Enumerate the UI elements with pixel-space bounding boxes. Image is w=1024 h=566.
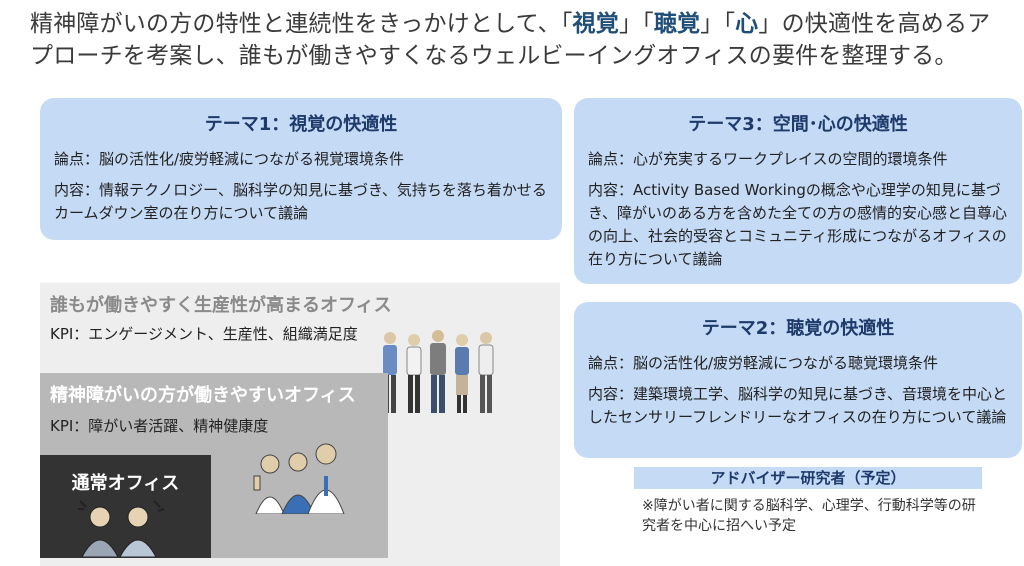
office-normal-box: 通常オフィス <box>40 455 211 558</box>
office-mental-title: 精神障がいの方が働きやすいオフィス <box>50 385 356 406</box>
intro-part1: 精神障がいの方の特性と連続性をきっかけとして、「 <box>30 11 573 37</box>
person-illustration-8 <box>307 443 345 514</box>
intro-sep2: 」「 <box>700 11 736 37</box>
theme1-content: 内容：情報テクノロジー、脳科学の知見に基づき、気持ちを落ち着かせるカームダウン室… <box>54 181 547 222</box>
theme2-issue: 論点：脳の活性化/疲労軽減につながる聴覚環境条件 <box>588 354 939 372</box>
person-illustration-7 <box>281 452 315 514</box>
person-illustration-9 <box>78 500 119 557</box>
theme3-issue: 論点：心が充実するワークプレイスの空間的環境条件 <box>588 150 948 168</box>
office-all-title: 誰もが働きやすく生産性が高まるオフィス <box>50 295 392 316</box>
person-illustration-2 <box>406 334 422 413</box>
theme2-card: テーマ2：聴覚の快適性 論点：脳の活性化/疲労軽減につながる聴覚環境条件 内容：… <box>574 302 1022 458</box>
intro-text: 精神障がいの方の特性と連続性をきっかけとして、「視覚」「聴覚」「心」の快適性を高… <box>30 8 1010 72</box>
theme2-content: 内容：建築環境工学、脳科学の知見に基づき、音環境を中心としたセンサリーフレンドリ… <box>588 385 1007 426</box>
person-illustration-3 <box>430 330 446 413</box>
theme1-issue: 論点：脳の活性化/疲労軽減につながる視覚環境条件 <box>54 150 405 168</box>
theme3-content: 内容：Activity Based Workingの概念や心理学の知見に基づき、… <box>588 181 1007 268</box>
theme2-title: テーマ2：聴覚の快適性 <box>701 318 895 339</box>
intro-highlight-mind: 心 <box>735 11 759 37</box>
intro-part2: 」の快適性を高めるアプローチを考案し、誰もが働きやすくなるウェルビーイングオフィ… <box>30 11 991 69</box>
person-illustration-5 <box>478 332 494 413</box>
office-normal-title: 通常オフィス <box>71 473 180 494</box>
theme1-title: テーマ1：視覚の快適性 <box>204 114 398 135</box>
office-mental-kpi: KPI：障がい者活躍、精神健康度 <box>50 417 269 435</box>
advisor-title: アドバイザー研究者（予定） <box>634 467 982 489</box>
person-illustration-6 <box>253 454 285 514</box>
theme1-card: テーマ1：視覚の快適性 論点：脳の活性化/疲労軽減につながる視覚環境条件 内容：… <box>40 98 562 240</box>
intro-highlight-auditory: 聴覚 <box>653 11 701 37</box>
intro-highlight-visual: 視覚 <box>572 11 619 37</box>
person-illustration-10 <box>119 500 165 557</box>
office-all-kpi: KPI：エンゲージメント、生産性、組織満足度 <box>50 325 358 343</box>
person-illustration-4 <box>455 334 469 413</box>
theme3-title: テーマ3：空間･心の快適性 <box>688 114 908 135</box>
theme3-card: テーマ3：空間･心の快適性 論点：心が充実するワークプレイスの空間的環境条件 内… <box>574 98 1022 284</box>
stressed-people-illustration <box>78 500 165 557</box>
cheerful-people-illustration <box>253 443 345 514</box>
intro-sep1: 」「 <box>618 11 654 37</box>
advisor-note: ※障がい者に関する脳科学、心理学、行動科学等の研究者を中心に招へい予定 <box>642 498 976 534</box>
group-people-illustration <box>383 330 494 413</box>
